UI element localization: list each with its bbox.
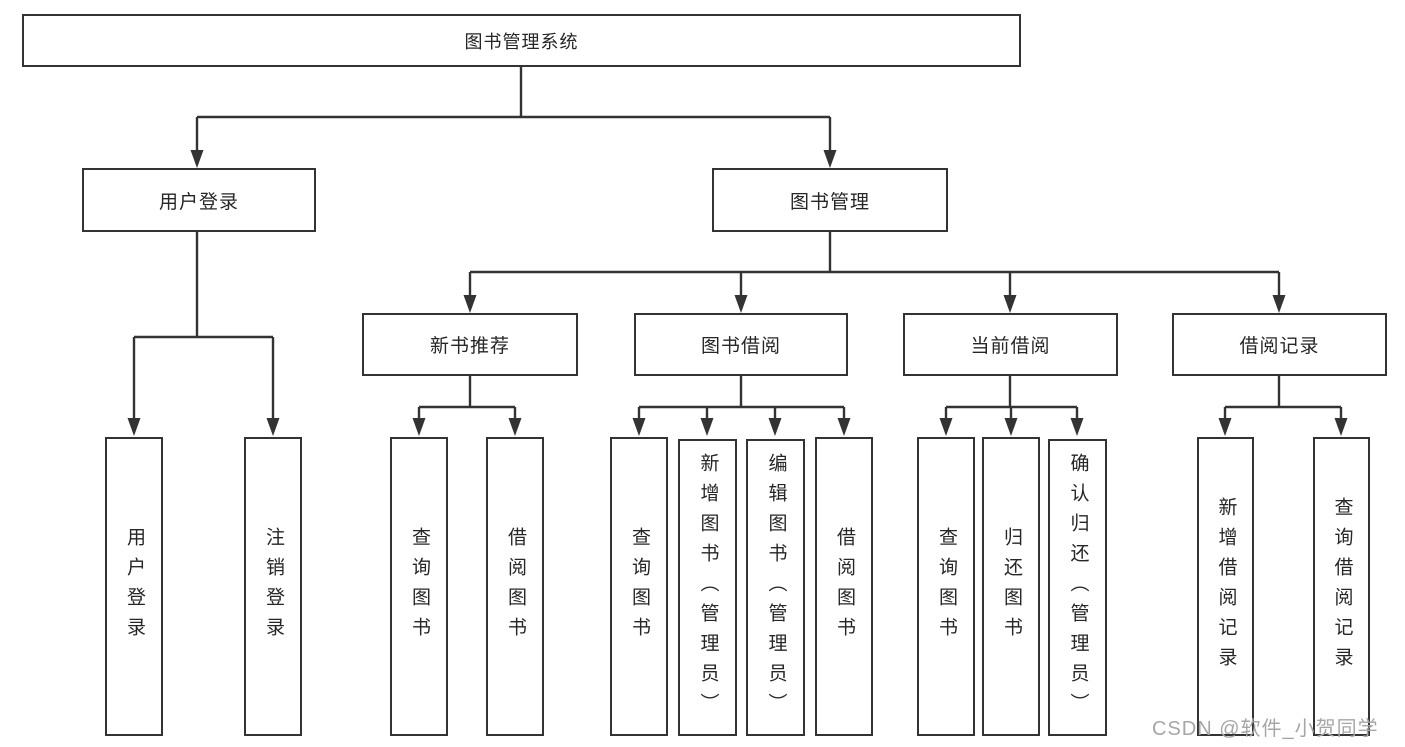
leaf-confirm-return-admin: 确认归还（管理员） [1048, 439, 1107, 736]
leaf-query-books-recommend-label: 查询图书 [408, 526, 430, 647]
leaf-borrow-books-recommend: 借阅图书 [486, 437, 544, 736]
leaf-add-borrow-record: 新增借阅记录 [1197, 437, 1254, 736]
node-new-book-recommend: 新书推荐 [362, 313, 578, 376]
csdn-watermark: CSDN @软件_小贺同学 [1152, 718, 1379, 740]
leaf-add-book-admin-label: 新增图书（管理员） [697, 452, 719, 723]
node-user-login-branch: 用户登录 [82, 168, 316, 232]
node-current-borrow-label: 当前借阅 [970, 336, 1051, 357]
arrowhead-icon [190, 150, 204, 168]
node-library-management-system-label: 图书管理系统 [464, 31, 579, 52]
arrowhead-icon [1334, 418, 1348, 436]
leaf-return-book-label: 归还图书 [1000, 526, 1022, 647]
leaf-borrow-books-recommend-label: 借阅图书 [504, 526, 526, 647]
leaf-edit-book-admin-label: 编辑图书（管理员） [765, 452, 787, 723]
arrowhead-icon [823, 150, 837, 168]
arrowhead-icon [508, 418, 522, 436]
arrowhead-icon [837, 418, 851, 436]
leaf-query-books-borrow: 查询图书 [610, 437, 668, 736]
arrowhead-icon [1070, 418, 1084, 436]
node-library-management-system: 图书管理系统 [22, 14, 1021, 67]
leaf-add-borrow-record-label: 新增借阅记录 [1215, 496, 1237, 677]
arrowhead-icon [700, 418, 714, 436]
node-book-borrow: 图书借阅 [634, 313, 848, 376]
node-book-management-branch: 图书管理 [712, 168, 948, 232]
leaf-return-book: 归还图书 [982, 437, 1040, 736]
node-book-management-branch-label: 图书管理 [789, 191, 870, 213]
leaf-query-books-current-label: 查询图书 [935, 526, 957, 647]
leaf-confirm-return-admin-label: 确认归还（管理员） [1067, 452, 1089, 723]
leaf-user-login: 用户登录 [105, 437, 163, 736]
node-borrow-records-label: 借阅记录 [1239, 336, 1320, 357]
node-borrow-records: 借阅记录 [1172, 313, 1387, 376]
leaf-query-borrow-record: 查询借阅记录 [1313, 437, 1370, 736]
arrowhead-icon [412, 418, 426, 436]
leaf-query-books-current: 查询图书 [917, 437, 975, 736]
leaf-user-login-label: 用户登录 [123, 526, 145, 647]
leaf-edit-book-admin: 编辑图书（管理员） [746, 439, 805, 736]
leaf-query-books-recommend: 查询图书 [390, 437, 448, 736]
leaf-query-borrow-record-label: 查询借阅记录 [1331, 496, 1353, 677]
arrowhead-icon [463, 295, 477, 313]
node-current-borrow: 当前借阅 [903, 313, 1118, 376]
leaf-logout: 注销登录 [244, 437, 302, 736]
leaf-logout-label: 注销登录 [262, 526, 284, 647]
leaf-borrow-books-label: 借阅图书 [833, 526, 855, 647]
leaf-add-book-admin: 新增图书（管理员） [678, 439, 737, 736]
arrowhead-icon [768, 418, 782, 436]
leaf-query-books-borrow-label: 查询图书 [628, 526, 650, 647]
arrowhead-icon [1218, 418, 1232, 436]
arrowhead-icon [632, 418, 646, 436]
arrowhead-icon [734, 295, 748, 313]
arrowhead-icon [127, 418, 141, 436]
node-new-book-recommend-label: 新书推荐 [429, 336, 510, 357]
arrowhead-icon [939, 418, 953, 436]
connector-path [132, 67, 1343, 421]
arrowhead-icon [1004, 418, 1018, 436]
arrowhead-icon [1003, 295, 1017, 313]
arrowhead-icon [1272, 295, 1286, 313]
arrowhead-icon [266, 418, 280, 436]
node-user-login-branch-label: 用户登录 [158, 191, 239, 213]
leaf-borrow-books: 借阅图书 [815, 437, 873, 736]
node-book-borrow-label: 图书借阅 [700, 336, 781, 357]
